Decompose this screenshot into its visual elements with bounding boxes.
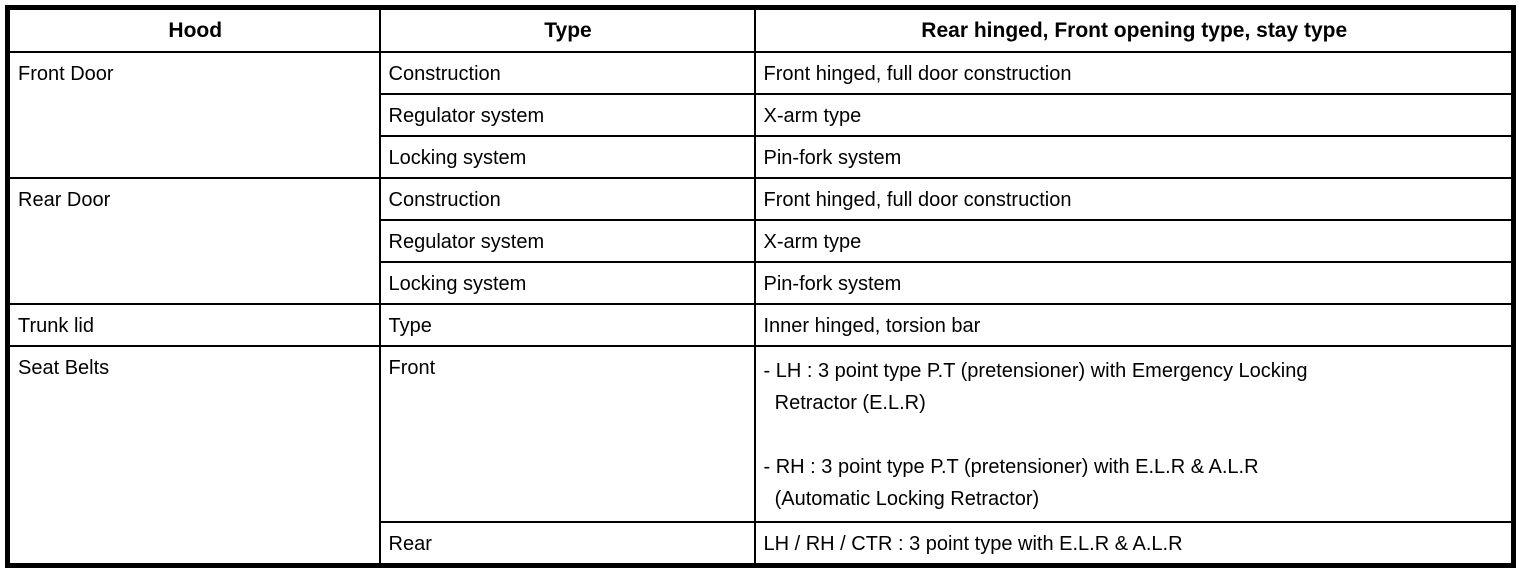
table-header-row: Hood Type Rear hinged, Front opening typ… — [6, 6, 1515, 53]
value-cell: Pin-fork system — [753, 261, 1515, 305]
type-cell: Regulator system — [378, 219, 756, 263]
table-row: Locking system Pin-fork system — [8, 135, 1515, 179]
table-row: Front Door Construction Front hinged, fu… — [6, 51, 1515, 179]
table-row: Regulator system X-arm type — [8, 219, 1515, 263]
body-specifications-table: Hood Type Rear hinged, Front opening typ… — [5, 5, 1516, 568]
value-cell: X-arm type — [753, 93, 1515, 137]
table-row: Regulator system X-arm type — [8, 93, 1515, 137]
item-cell-rear-door: Rear Door — [6, 177, 381, 305]
type-cell: Locking system — [378, 261, 756, 305]
header-cell-type: Type — [378, 6, 756, 53]
value-cell: Front hinged, full door construction — [753, 177, 1515, 221]
type-cell: Construction — [378, 177, 756, 221]
item-cell-seat-belts: Seat Belts — [6, 345, 381, 567]
table-row: Locking system Pin-fork system — [8, 261, 1515, 305]
table-row: Rear Door Construction Front hinged, ful… — [6, 177, 1515, 305]
table-row: Rear LH / RH / CTR : 3 point type with E… — [8, 521, 1515, 567]
value-cell: LH / RH / CTR : 3 point type with E.L.R … — [753, 521, 1515, 567]
type-cell: Front — [378, 345, 756, 523]
type-cell: Locking system — [378, 135, 756, 179]
header-cell-spec: Rear hinged, Front opening type, stay ty… — [753, 6, 1515, 53]
type-cell: Rear — [378, 521, 756, 567]
value-cell: - LH : 3 point type P.T (pretensioner) w… — [753, 345, 1515, 523]
value-cell: Inner hinged, torsion bar — [753, 303, 1515, 347]
item-cell-front-door: Front Door — [6, 51, 381, 179]
table-row: Trunk lid Type Inner hinged, torsion bar — [6, 303, 1515, 347]
value-cell: Front hinged, full door construction — [753, 51, 1515, 95]
type-cell: Construction — [378, 51, 756, 95]
value-cell: Pin-fork system — [753, 135, 1515, 179]
header-cell-hood: Hood — [6, 6, 381, 53]
table-row: Seat Belts Front - LH : 3 point type P.T… — [6, 345, 1515, 567]
type-cell: Type — [378, 303, 756, 347]
type-cell: Regulator system — [378, 93, 756, 137]
item-cell-trunk-lid: Trunk lid — [6, 303, 381, 347]
value-cell: X-arm type — [753, 219, 1515, 263]
